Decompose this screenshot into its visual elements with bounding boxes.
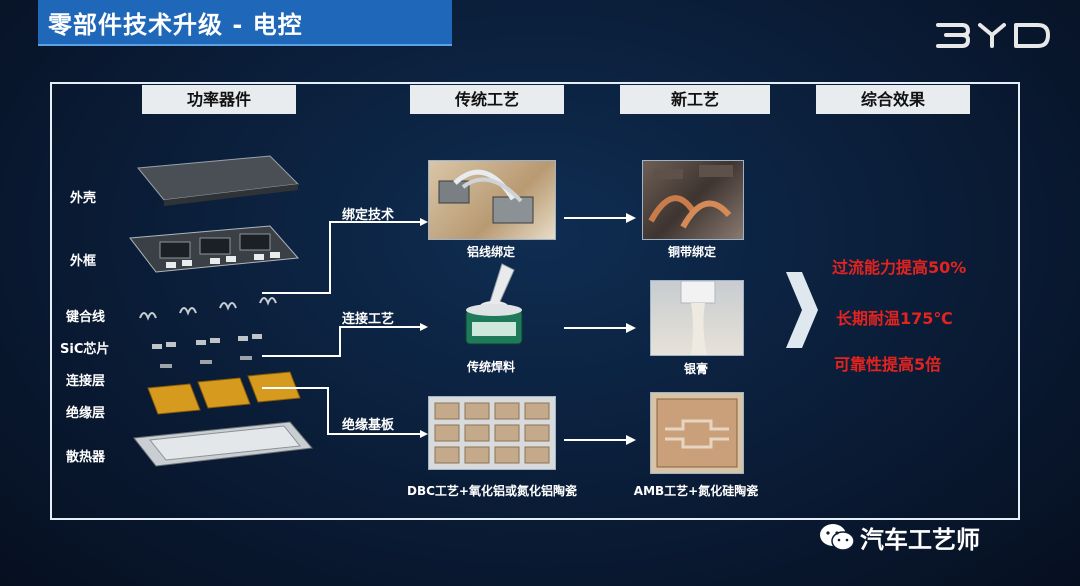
arrow-substrate-head [626, 435, 636, 445]
frame-window-1 [159, 241, 191, 259]
page-title: 零部件技术升级 - 电控 [48, 11, 303, 39]
component-label-heatsink: 散热器 [66, 450, 106, 465]
frame-terminals [166, 252, 280, 268]
housing-part-edge [164, 184, 298, 206]
connector-joining-arrowhead [420, 323, 428, 331]
watermark-text: 汽车工艺师 [860, 526, 980, 554]
column-header-power-device: 功率器件 [142, 85, 296, 114]
insulation-substrate-2 [197, 377, 251, 409]
component-label-insulation-layer: 绝缘层 [66, 406, 106, 421]
image-aluminum-wire-bonding [428, 160, 556, 240]
arrow-bonding-head [626, 213, 636, 223]
byd-logo [936, 23, 1050, 48]
new-label-bonding: 铜带绑定 [667, 245, 716, 259]
component-label-connection-layer: 连接层 [66, 374, 106, 389]
connector-bonding [262, 221, 420, 294]
diagram-panel [50, 82, 1020, 520]
connector-substrate [262, 387, 420, 435]
image-traditional-solder [458, 262, 534, 350]
wechat-icon [820, 524, 855, 551]
connector-bonding-arrowhead [420, 218, 428, 226]
bond-wires-part [139, 297, 277, 321]
component-label-frame: 外框 [70, 254, 97, 269]
insulation-substrate-1 [147, 383, 201, 415]
frame-window-3 [239, 233, 271, 251]
image-dbc-substrate [428, 396, 556, 470]
image-amb-substrate [650, 392, 744, 474]
new-label-joining: 银膏 [683, 362, 708, 376]
connector-substrate-arrowhead [420, 430, 428, 438]
chevron-right-icon [786, 272, 818, 348]
traditional-label-joining: 传统焊料 [466, 360, 515, 374]
power-module-exploded-illustration [129, 155, 313, 467]
component-label-housing: 外壳 [70, 191, 97, 206]
step-label-joining: 连接工艺 [342, 312, 395, 327]
column-header-traditional: 传统工艺 [410, 85, 564, 114]
column-header-effect: 综合效果 [816, 85, 970, 114]
title-bar [38, 0, 452, 46]
component-label-sic-chip: SiC芯片 [60, 342, 110, 357]
column-header-new: 新工艺 [620, 85, 770, 114]
traditional-label-substrate: DBC工艺+氧化铝或氮化铝陶瓷 [407, 484, 577, 498]
component-label-bond-wire: 键合线 [66, 310, 106, 325]
frame-window-2 [199, 237, 231, 255]
effect-reliability: 可靠性提高5倍 [834, 355, 942, 374]
sic-chips-part [152, 334, 262, 349]
traditional-label-bonding: 铝线绑定 [466, 245, 515, 259]
image-silver-paste [650, 280, 744, 356]
new-label-substrate: AMB工艺+氮化硅陶瓷 [633, 484, 759, 498]
connector-joining [262, 326, 420, 357]
step-label-substrate: 绝缘基板 [342, 418, 395, 433]
image-copper-ribbon-bonding [642, 160, 744, 240]
heatsink-inner [149, 425, 301, 461]
effect-temperature: 长期耐温175℃ [836, 309, 953, 328]
connection-layer-part [160, 356, 252, 368]
effect-overcurrent: 过流能力提高50% [832, 258, 967, 277]
arrow-joining-head [626, 323, 636, 333]
step-label-bonding: 绑定技术 [342, 208, 395, 223]
